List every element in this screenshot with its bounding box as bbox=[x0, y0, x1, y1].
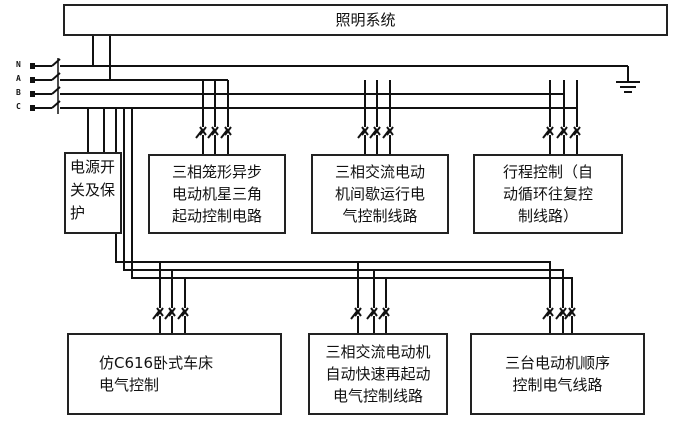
box-text-line: 控制电气线路 bbox=[512, 376, 603, 394]
travel-control-circuit-box: 行程控制（自 动循环往复控 制线路） bbox=[473, 154, 623, 234]
lathe-switch-blade bbox=[177, 309, 186, 320]
sequence-switch-contact bbox=[568, 307, 576, 317]
power-switch-protection-box: 电源开 关及保 护 bbox=[64, 152, 122, 234]
box-text-line: 三台电动机顺序 bbox=[504, 354, 610, 372]
intermittent-switch-blade bbox=[382, 128, 391, 139]
main-switch-blade bbox=[51, 86, 61, 95]
lower-feeder-c bbox=[131, 108, 573, 300]
phase-terminal bbox=[30, 63, 35, 69]
sequence-control-circuit-box: 三台电动机顺序 控制电气线路 bbox=[470, 333, 645, 415]
restart-switch-contact bbox=[354, 307, 362, 317]
intermittent-switch-blade bbox=[369, 128, 378, 139]
box-text-line: 起动控制电路 bbox=[171, 207, 262, 225]
auto-restart-circuit-box: 三相交流电动机 自动快速再起动 电气控制线路 bbox=[308, 333, 448, 415]
star-delta-switch-blade bbox=[220, 128, 229, 139]
travel-switch-contact bbox=[546, 126, 554, 136]
box-text-line: 电气控制线路 bbox=[332, 387, 423, 405]
box-text-line: 气控制线路 bbox=[342, 207, 418, 225]
phase-terminal bbox=[30, 91, 35, 97]
star-delta-start-circuit-box: 三相笼形异步 电动机星三角 起动控制电路 bbox=[148, 154, 286, 234]
star-delta-switch-blade bbox=[195, 128, 204, 139]
intermittent-switch-blade bbox=[357, 128, 366, 139]
sequence-switch-blade bbox=[542, 309, 551, 320]
phase-label-b: B bbox=[16, 88, 21, 97]
main-switch-blade bbox=[51, 100, 61, 109]
main-switch-blade bbox=[51, 58, 61, 67]
lighting-system-label: 照明系统 bbox=[335, 11, 396, 29]
lathe-switch-blade bbox=[164, 309, 173, 320]
sequence-switch-blade bbox=[555, 309, 564, 320]
travel-switch-contact bbox=[560, 126, 568, 136]
lathe-switch-contact bbox=[168, 307, 176, 317]
lathe-switch-contact bbox=[181, 307, 189, 317]
travel-switch-blade bbox=[556, 128, 565, 139]
box-text-line: 动循环往复控 bbox=[502, 185, 593, 203]
phase-label-a: A bbox=[16, 74, 21, 83]
intermittent-switch-contact bbox=[386, 126, 394, 136]
lighting-system-box: 照明系统 bbox=[63, 4, 668, 36]
box-text-line: 电气控制 bbox=[99, 376, 160, 394]
lathe-switch-blade bbox=[152, 309, 161, 320]
box-text-line: 行程控制（自 bbox=[502, 163, 593, 181]
power-box-line: 电源开 bbox=[70, 158, 116, 176]
phase-terminal bbox=[30, 105, 35, 111]
box-text-line: 机间歇运行电 bbox=[334, 185, 425, 203]
power-box-line: 护 bbox=[70, 204, 86, 222]
lathe-electric-control-box: 仿C616卧式车床 电气控制 bbox=[67, 333, 282, 415]
travel-switch-blade bbox=[542, 128, 551, 139]
intermittent-switch-contact bbox=[361, 126, 369, 136]
lower-feeder-b bbox=[123, 108, 564, 300]
phase-label-n: N bbox=[16, 60, 21, 69]
box-text-line: 仿C616卧式车床 bbox=[99, 354, 214, 372]
sequence-switch-blade bbox=[564, 309, 573, 320]
sequence-switch-contact bbox=[559, 307, 567, 317]
star-delta-switch-blade bbox=[207, 128, 216, 139]
star-delta-switch-contact bbox=[211, 126, 219, 136]
restart-switch-contact bbox=[382, 307, 390, 317]
phase-label-c: C bbox=[16, 102, 21, 111]
box-text-line: 三相交流电动 bbox=[334, 163, 425, 181]
box-text-line: 三相笼形异步 bbox=[171, 163, 262, 181]
lathe-switch-contact bbox=[156, 307, 164, 317]
intermittent-switch-contact bbox=[373, 126, 381, 136]
box-text-line: 三相交流电动机 bbox=[325, 343, 431, 361]
power-box-line: 关及保 bbox=[70, 181, 116, 199]
travel-switch-blade bbox=[569, 128, 578, 139]
restart-switch-blade bbox=[350, 309, 359, 320]
phase-terminal bbox=[30, 77, 35, 83]
intermittent-operation-circuit-box: 三相交流电动 机间歇运行电 气控制线路 bbox=[311, 154, 449, 234]
box-text-line: 电动机星三角 bbox=[171, 185, 262, 203]
star-delta-switch-contact bbox=[224, 126, 232, 136]
star-delta-switch-contact bbox=[199, 126, 207, 136]
box-text-line: 自动快速再起动 bbox=[325, 365, 431, 383]
box-text-line: 制线路） bbox=[517, 207, 578, 225]
restart-switch-blade bbox=[378, 309, 387, 320]
travel-switch-contact bbox=[573, 126, 581, 136]
sequence-switch-contact bbox=[546, 307, 554, 317]
restart-switch-contact bbox=[370, 307, 378, 317]
main-switch-blade bbox=[51, 72, 61, 81]
restart-switch-blade bbox=[366, 309, 375, 320]
